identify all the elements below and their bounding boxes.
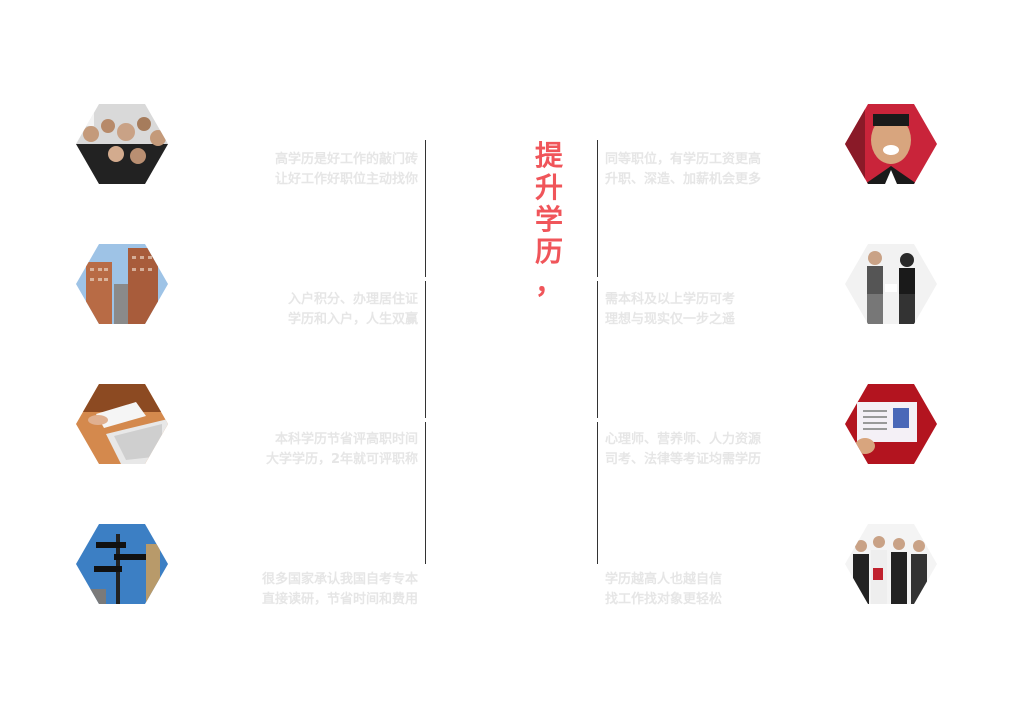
business-team-photo-hexagon [845, 524, 937, 604]
left-caption-3-line1: 本科学历节省评高职时间 [274, 432, 418, 447]
right-caption-4-line2: 找工作找对象更轻松 [605, 592, 723, 607]
title-char-2: 升 [534, 171, 563, 204]
right-caption-3-line1: 心理师、营养师、人力资源 [605, 432, 762, 447]
left-caption-1-line2: 让好工作好职位主动找你 [274, 172, 418, 187]
right-divider-gap-2 [596, 418, 599, 422]
business-team-photo [845, 524, 937, 604]
left-caption-4-line1: 很多国家承认我国自考专本 [261, 572, 418, 587]
laptop-photo-hexagon [76, 384, 168, 464]
right-divider-gap-1 [596, 277, 599, 281]
right-divider-line [597, 140, 598, 564]
interview-photo-hexagon [845, 244, 937, 324]
left-caption-4-line2: 直接读研，节省时间和费用 [261, 592, 418, 607]
title-char-3: 学 [534, 203, 563, 236]
laughing-man-photo [845, 104, 937, 184]
right-caption-4: 学历越高人也越自信 找工作找对象更轻松 [605, 570, 722, 610]
interview-photo [845, 244, 937, 324]
laptop-photo [76, 384, 168, 464]
left-caption-3: 本科学历节省评高职时间 大学学历，2年就可评职称 [266, 430, 418, 470]
left-caption-1-line1: 高学历是好工作的敲门砖 [274, 152, 418, 167]
left-divider-line [425, 140, 426, 564]
signpost-photo-hexagon [76, 524, 168, 604]
right-caption-2-line1: 需本科及以上学历可考 [605, 292, 736, 307]
left-caption-1: 高学历是好工作的敲门砖 让好工作好职位主动找你 [275, 150, 418, 190]
crowd-photo-hexagon [76, 104, 168, 184]
left-caption-2: 入户积分、办理居住证 学历和入户，人生双赢 [288, 290, 418, 330]
crowd-photo [76, 104, 168, 184]
right-caption-2-line2: 理想与现实仅一步之遥 [605, 312, 736, 327]
left-caption-2-line2: 学历和入户，人生双赢 [287, 312, 418, 327]
right-caption-1-line1: 同等职位，有学历工资更高 [605, 152, 762, 167]
vertical-title: 提 升 学 历 ， [531, 140, 567, 300]
title-char-4: 历 [534, 235, 563, 268]
laughing-man-photo-hexagon [845, 104, 937, 184]
right-caption-4-line1: 学历越高人也越自信 [605, 572, 723, 587]
left-divider-gap-1 [424, 277, 427, 281]
right-caption-3-line2: 司考、法律等考证均需学历 [605, 452, 762, 467]
right-caption-1-line2: 升职、深造、加薪机会更多 [605, 172, 762, 187]
left-caption-2-line1: 入户积分、办理居住证 [287, 292, 418, 307]
signpost-photo [76, 524, 168, 604]
buildings-photo-hexagon [76, 244, 168, 324]
left-divider-gap-2 [424, 418, 427, 422]
right-caption-2: 需本科及以上学历可考 理想与现实仅一步之遥 [605, 290, 735, 330]
title-char-1: 提 [534, 139, 563, 172]
right-caption-3: 心理师、营养师、人力资源 司考、法律等考证均需学历 [605, 430, 761, 470]
left-caption-4: 很多国家承认我国自考专本 直接读研，节省时间和费用 [262, 570, 418, 610]
certificate-photo [845, 384, 937, 464]
left-caption-3-line2: 大学学历，2年就可评职称 [265, 452, 418, 467]
title-char-5: ， [534, 267, 563, 300]
right-caption-1: 同等职位，有学历工资更高 升职、深造、加薪机会更多 [605, 150, 761, 190]
certificate-photo-hexagon [845, 384, 937, 464]
buildings-photo [76, 244, 168, 324]
